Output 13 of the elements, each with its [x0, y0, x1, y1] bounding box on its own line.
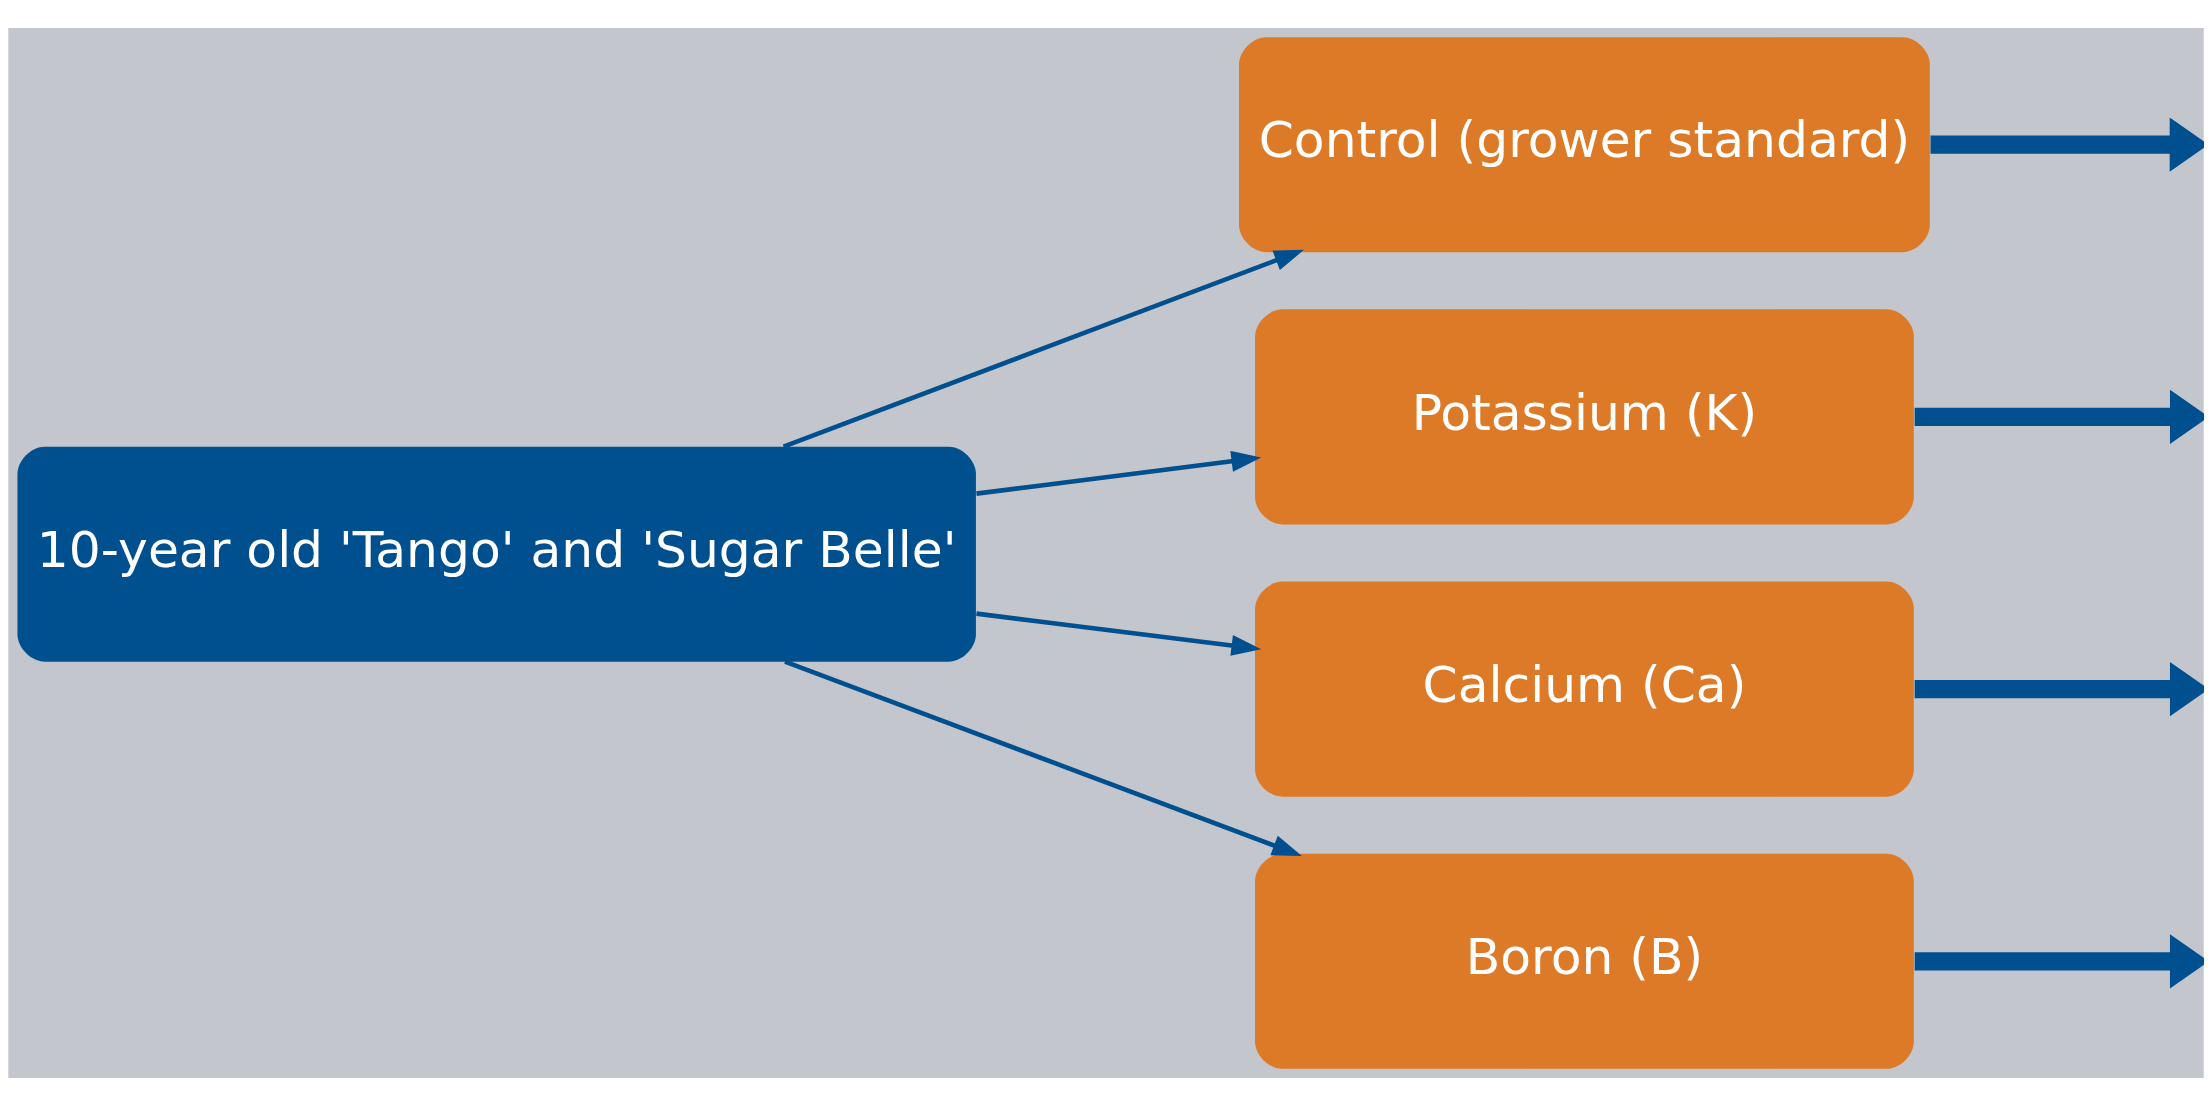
arrow [1930, 117, 2204, 172]
arrow [784, 659, 1302, 856]
node-box: 10-year old 'Tango' and 'Sugar Belle' [17, 446, 976, 662]
node-box: Calcium (Ca) [1255, 581, 1914, 797]
arrow [976, 610, 1262, 656]
arrow [1914, 389, 2204, 444]
arrow [1914, 933, 2204, 988]
node-box: Potassium (K) [1255, 308, 1914, 524]
node-box: Boron (B) [1255, 853, 1914, 1069]
arrow [976, 450, 1262, 496]
arrow [1914, 661, 2204, 716]
arrow [782, 249, 1305, 449]
node-box: Control (grower standard) [1239, 36, 1930, 252]
